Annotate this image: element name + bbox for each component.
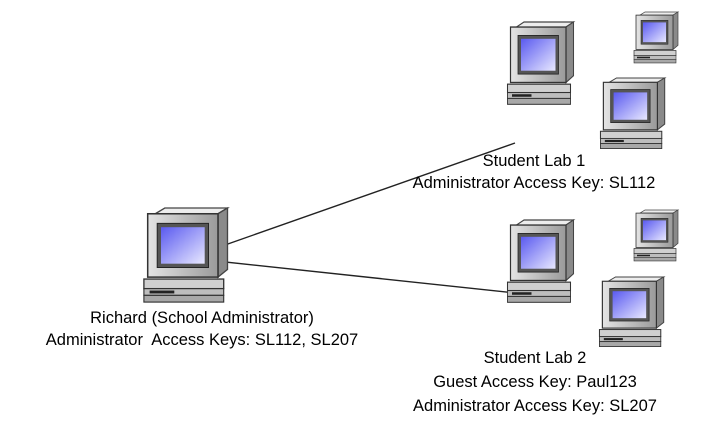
lab2-name: Student Lab 2 bbox=[483, 349, 587, 367]
lab1-server-icon bbox=[506, 21, 575, 105]
admin-label: Richard (School Administrator) Administr… bbox=[6, 307, 398, 351]
lab2-computer-icon bbox=[598, 276, 665, 348]
admin-access-keys: Administrator Access Keys: SL112, SL207 bbox=[45, 331, 359, 349]
lab2-guest-key: Guest Access Key: Paul123 bbox=[433, 373, 637, 391]
lab1-label: Student Lab 1 Administrator Access Key: … bbox=[368, 150, 700, 194]
lab1-admin-key: Administrator Access Key: SL112 bbox=[412, 174, 656, 192]
lab2-admin-key: Administrator Access Key: SL207 bbox=[413, 397, 657, 415]
lab1-name: Student Lab 1 bbox=[482, 152, 586, 170]
lab2-server-icon bbox=[506, 219, 575, 303]
lab1-computer-icon bbox=[633, 11, 679, 64]
link-admin-lab1 bbox=[187, 142, 516, 259]
lab2-computer-icon bbox=[633, 209, 679, 262]
admin-computer-icon bbox=[143, 207, 229, 303]
admin-name: Richard (School Administrator) bbox=[90, 309, 314, 327]
lab2-label: Student Lab 2 Guest Access Key: Paul123 … bbox=[376, 346, 694, 418]
link-admin-lab2 bbox=[187, 257, 516, 294]
lab1-computer-icon bbox=[599, 77, 666, 150]
